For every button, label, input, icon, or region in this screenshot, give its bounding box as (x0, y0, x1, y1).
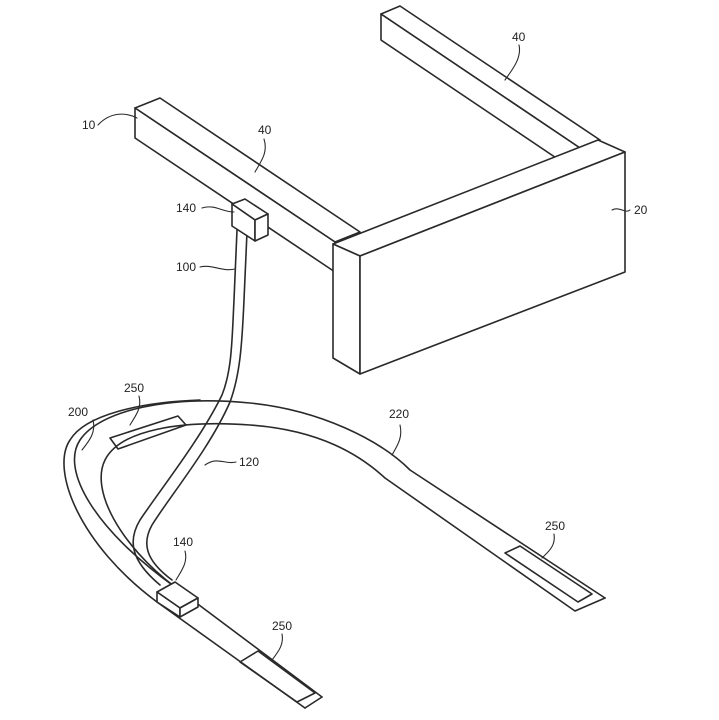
pad-left-lower (239, 650, 316, 703)
label-pad-left-upper: 250 (124, 381, 144, 395)
label-band: 200 (68, 405, 88, 419)
label-pad-left-lower: 250 (272, 619, 292, 633)
label-cable: 100 (176, 260, 196, 274)
band (63, 399, 606, 709)
frame-bar (134, 97, 361, 273)
pad-right (504, 545, 593, 603)
cable (132, 229, 248, 586)
label-display: 20 (634, 203, 648, 217)
leader-lines (81, 44, 631, 661)
connector-bottom (156, 581, 199, 618)
label-band-side: 220 (389, 407, 409, 421)
label-pad-right: 250 (545, 519, 565, 533)
label-connector-bottom: 140 (173, 535, 193, 549)
label-cable-lower: 120 (239, 455, 259, 469)
connector-top (231, 198, 269, 242)
label-frame: 10 (82, 118, 96, 132)
label-temple-right: 40 (512, 30, 526, 44)
label-temple-left: 40 (258, 123, 272, 137)
label-connector-top: 140 (176, 201, 196, 215)
temple-right (380, 5, 601, 175)
display-box (332, 139, 626, 375)
pad-left-upper (109, 415, 187, 450)
